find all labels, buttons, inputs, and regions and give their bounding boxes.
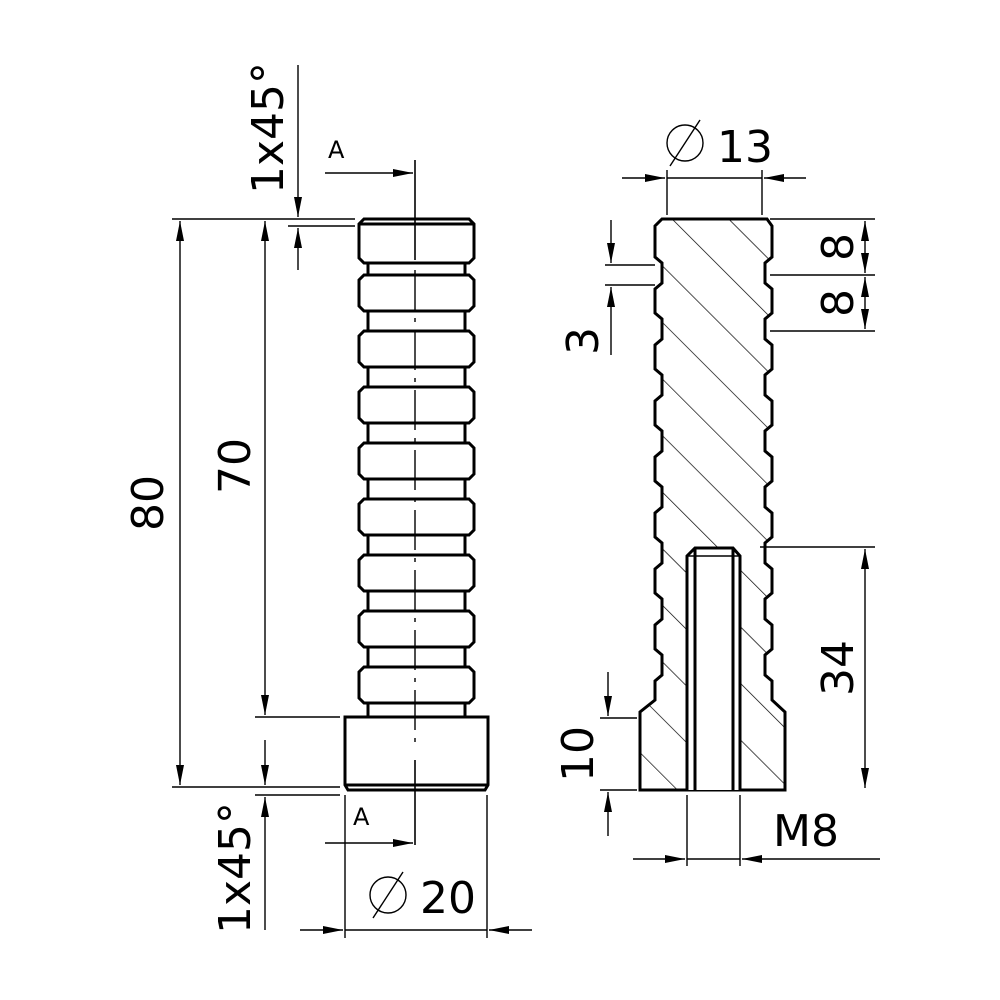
groove: [366, 309, 467, 333]
rib: [357, 329, 476, 369]
groove: [366, 645, 467, 669]
section-outline: [638, 217, 787, 792]
groove: [366, 533, 467, 557]
base: [343, 715, 490, 792]
dim-chamfer-bottom: 1x45°: [210, 802, 261, 934]
neck: [366, 701, 467, 719]
dim-rib-pitch-2: 8: [813, 289, 864, 317]
dim-thread: M8: [773, 806, 839, 857]
groove: [366, 365, 467, 389]
rib: [357, 441, 476, 481]
dim-thread-depth: 34: [813, 640, 864, 696]
rib: [357, 217, 476, 265]
dim-base-height: 10: [553, 726, 604, 782]
threaded-hole: [687, 548, 740, 790]
dim-chamfer-top: 1x45°: [243, 62, 294, 194]
side-dimensions: [172, 65, 532, 938]
hatched-section: [640, 219, 785, 790]
groove: [366, 261, 467, 277]
section-view: [638, 217, 787, 792]
rib: [357, 273, 476, 313]
groove: [366, 421, 467, 445]
rib: [357, 665, 476, 705]
rib: [357, 385, 476, 425]
dim-groove-width: 3: [558, 327, 609, 355]
groove: [366, 477, 467, 501]
dim-diameter-13: 13: [717, 122, 773, 173]
rib: [357, 497, 476, 537]
dim-diameter-20: 20: [420, 873, 476, 924]
section-mark-bottom: A: [353, 803, 370, 831]
section-mark-top: A: [328, 136, 345, 164]
groove: [366, 589, 467, 613]
diameter-icon: [666, 119, 704, 167]
diameter-icon: [369, 871, 407, 919]
section-dimensions: [600, 170, 880, 866]
dim-length-ribbed: 70: [210, 438, 261, 494]
rib: [357, 553, 476, 593]
hole-outline: [685, 546, 742, 790]
rib: [357, 609, 476, 649]
side-view: [343, 217, 490, 792]
dim-rib-pitch-1: 8: [813, 233, 864, 261]
dim-length-total: 80: [123, 475, 174, 531]
section-arrows: [325, 169, 413, 847]
